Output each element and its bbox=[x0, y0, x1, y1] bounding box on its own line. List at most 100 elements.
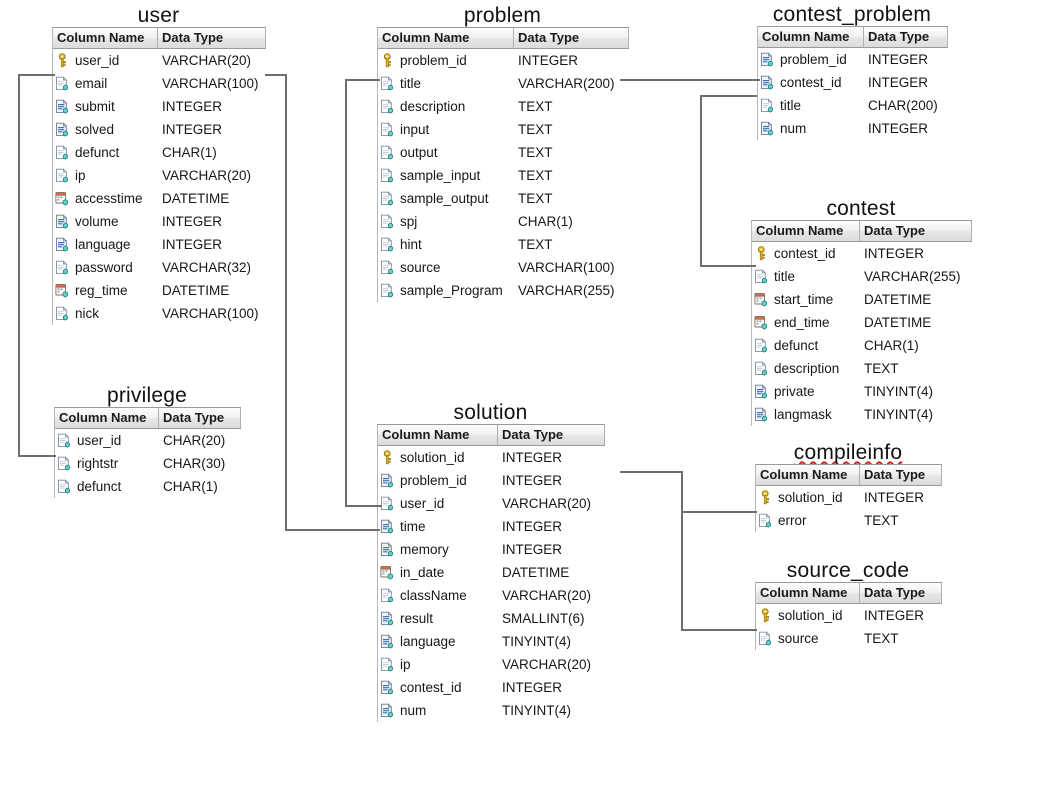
integer-column-icon bbox=[380, 611, 395, 626]
header-column-name[interactable]: Column Name bbox=[378, 28, 514, 49]
table-title-source_code: source_code bbox=[786, 559, 910, 582]
header-column-name[interactable]: Column Name bbox=[758, 27, 864, 48]
column-name-label: title bbox=[400, 76, 422, 92]
header-column-name[interactable]: Column Name bbox=[53, 28, 158, 49]
data-type-cell: VARCHAR(100) bbox=[162, 76, 259, 92]
column-name-cell: contest_id bbox=[752, 246, 860, 261]
column-name-cell: end_time bbox=[752, 315, 860, 330]
header-column-name[interactable]: Column Name bbox=[752, 221, 860, 242]
column-name-cell: solution_id bbox=[756, 490, 860, 505]
data-type-cell: DATETIME bbox=[864, 292, 932, 308]
integer-column-icon bbox=[380, 542, 395, 557]
relationship-line-user-to-solution bbox=[265, 74, 287, 76]
header-data-type[interactable]: Data Type bbox=[159, 408, 241, 429]
data-type-cell: INTEGER bbox=[162, 214, 223, 230]
column-name-label: start_time bbox=[774, 292, 834, 308]
header-column-name[interactable]: Column Name bbox=[756, 583, 860, 604]
header-data-type[interactable]: Data Type bbox=[864, 27, 948, 48]
header-data-type[interactable]: Data Type bbox=[514, 28, 629, 49]
header-data-type[interactable]: Data Type bbox=[860, 583, 942, 604]
header-column-name[interactable]: Column Name bbox=[378, 425, 498, 446]
column-name-label: sample_Program bbox=[400, 283, 503, 299]
header-data-type[interactable]: Data Type bbox=[498, 425, 605, 446]
header-column-name[interactable]: Column Name bbox=[756, 465, 860, 486]
header-data-type[interactable]: Data Type bbox=[860, 465, 942, 486]
integer-column-icon bbox=[380, 519, 395, 534]
text-column-icon bbox=[55, 168, 70, 183]
header-data-type[interactable]: Data Type bbox=[158, 28, 266, 49]
header-column-name[interactable]: Column Name bbox=[55, 408, 159, 429]
header-data-type[interactable]: Data Type bbox=[860, 221, 972, 242]
relationship-line-contest-problem-to-contest bbox=[700, 95, 757, 97]
column-name-cell: result bbox=[378, 611, 498, 626]
column-row[interactable]: start_time DATETIME bbox=[752, 288, 972, 311]
